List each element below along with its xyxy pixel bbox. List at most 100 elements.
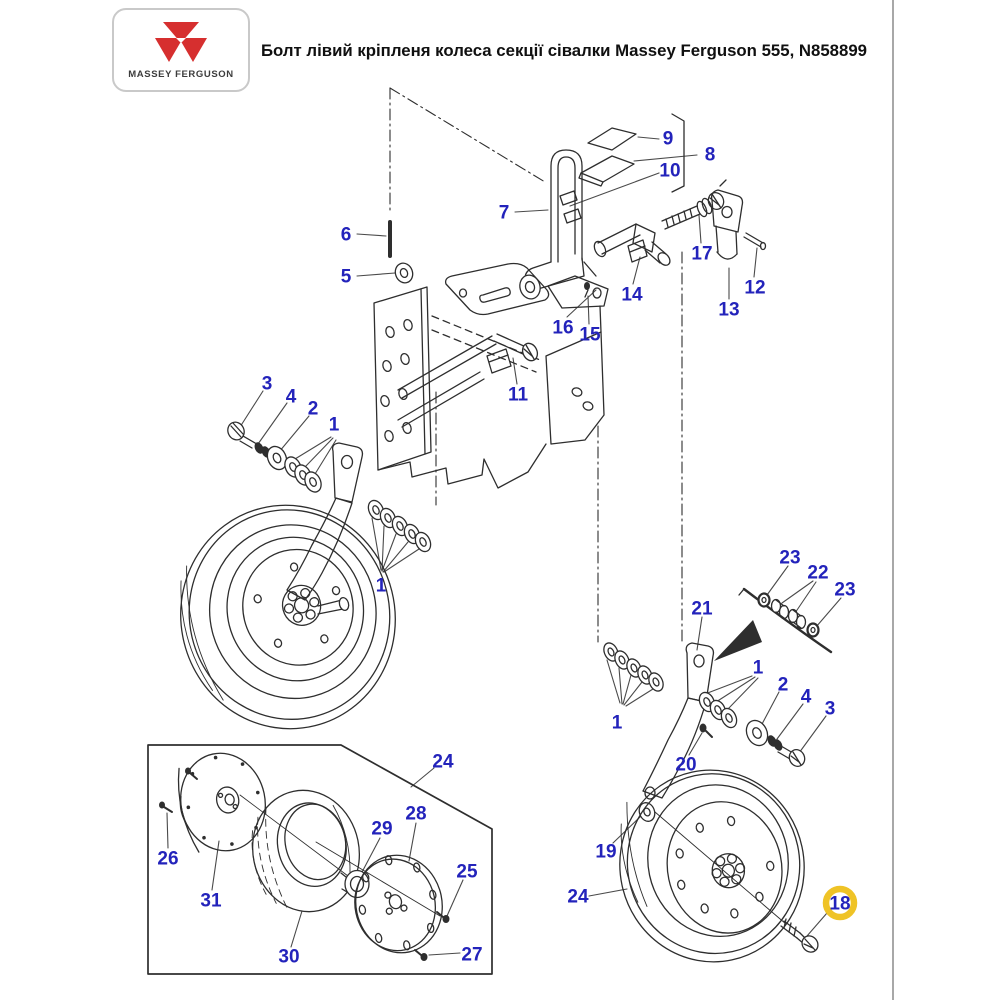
part-callout-14[interactable]: 14 — [621, 285, 643, 306]
tire-part30 — [251, 789, 361, 913]
part-number-label: 21 — [691, 599, 713, 620]
bolt-part17 — [661, 191, 725, 230]
part-callout-1[interactable]: 1 — [753, 658, 764, 679]
part-callout-17[interactable]: 17 — [691, 244, 712, 265]
washer-stack-left-lower — [367, 499, 432, 553]
part-callout-4[interactable]: 4 — [801, 687, 812, 708]
part-callout-30[interactable]: 30 — [278, 947, 299, 968]
part-callout-13[interactable]: 13 — [718, 300, 739, 321]
part-callout-1[interactable]: 1 — [612, 713, 623, 734]
bolt-part26 — [159, 767, 198, 813]
part-number-label: 30 — [278, 947, 299, 968]
part-number-label: 20 — [675, 755, 696, 776]
part-callout-20[interactable]: 20 — [675, 755, 696, 776]
part-callout-16[interactable]: 16 — [552, 318, 573, 339]
part-callout-8[interactable]: 8 — [705, 145, 716, 166]
construction-lines — [389, 87, 683, 646]
part-number-label: 15 — [579, 325, 601, 346]
part-callout-5[interactable]: 5 — [341, 267, 352, 288]
part-number-label: 17 — [691, 244, 712, 265]
brand-name: MASSEY FERGUSON — [128, 69, 234, 80]
part-number-label: 1 — [612, 713, 623, 734]
part-callout-27[interactable]: 27 — [461, 945, 482, 966]
part-callout-2[interactable]: 2 — [778, 675, 789, 696]
part-callout-3[interactable]: 3 — [825, 699, 836, 720]
part-callout-26[interactable]: 26 — [157, 849, 178, 870]
disc-part28 — [354, 854, 443, 954]
part-callout-1[interactable]: 1 — [329, 415, 340, 436]
part-callout-4[interactable]: 4 — [286, 387, 297, 408]
part-number-label: 18 — [829, 894, 850, 915]
highlight-ring — [822, 885, 858, 921]
washer-part19 — [638, 802, 656, 822]
part-number-label: 29 — [371, 819, 392, 840]
massey-ferguson-logo-icon — [155, 22, 207, 62]
part-callout-24[interactable]: 24 — [432, 752, 454, 773]
part-callout-19[interactable]: 19 — [595, 842, 616, 863]
part-callout-31[interactable]: 31 — [200, 891, 222, 912]
washer-stack-right-upper — [603, 642, 664, 692]
part-callout-25[interactable]: 25 — [456, 862, 478, 883]
bolt-part20 — [699, 723, 713, 738]
part-callout-11[interactable]: 11 — [508, 385, 529, 406]
bolt-part25 — [436, 911, 450, 923]
part-callout-12[interactable]: 12 — [744, 278, 765, 299]
part-number-label: 11 — [508, 385, 529, 406]
part-number-label: 4 — [286, 387, 297, 408]
part-callout-7[interactable]: 7 — [499, 203, 510, 224]
bolt-part18 — [654, 811, 819, 953]
part-number-label: 9 — [663, 129, 674, 150]
part-number-label: 2 — [308, 399, 319, 420]
sub-assembly-box — [147, 744, 493, 975]
part-callout-3[interactable]: 3 — [262, 374, 273, 395]
brand-logo: MASSEY FERGUSON — [112, 8, 250, 92]
label-bracket — [671, 113, 685, 193]
right-press-wheel — [619, 769, 805, 963]
part-callout-29[interactable]: 29 — [371, 819, 392, 840]
bolt-part11 — [493, 333, 539, 362]
left-arm — [286, 442, 364, 601]
disc-part31 — [177, 752, 266, 853]
part-callout-24[interactable]: 24 — [567, 887, 589, 908]
pin-part12 — [743, 232, 767, 251]
part-callout-10[interactable]: 10 — [659, 161, 680, 182]
part-number-label: 24 — [432, 752, 454, 773]
part-number-label: 23 — [834, 580, 855, 601]
part-callout-21[interactable]: 21 — [691, 599, 713, 620]
part-callout-1[interactable]: 1 — [376, 576, 387, 597]
left-wheel-axle — [317, 596, 350, 615]
part-callout-15[interactable]: 15 — [579, 325, 601, 346]
part-callout-9[interactable]: 9 — [663, 129, 674, 150]
page-title: Болт лівий кріпленя колеса секції сівалк… — [261, 41, 868, 60]
part-callout-23[interactable]: 23 — [779, 548, 800, 569]
part-number-label: 12 — [744, 278, 765, 299]
part-number-label: 25 — [456, 862, 478, 883]
part-callout-28[interactable]: 28 — [405, 804, 426, 825]
part-callout-23[interactable]: 23 — [834, 580, 855, 601]
part-number-label: 5 — [341, 267, 352, 288]
part-number-label: 23 — [779, 548, 800, 569]
part-callout-2[interactable]: 2 — [308, 399, 319, 420]
part-number-label: 10 — [659, 161, 680, 182]
part-number-label: 1 — [329, 415, 340, 436]
plate-part8 — [578, 155, 635, 187]
part-callout-18[interactable]: 18 — [822, 885, 858, 921]
part-number-label: 6 — [341, 225, 352, 246]
plate-part9 — [587, 127, 637, 151]
left-press-wheel — [180, 504, 396, 730]
clevis-part13 — [710, 179, 744, 260]
part-callout-22[interactable]: 22 — [807, 563, 828, 584]
part-number-label: 16 — [552, 318, 573, 339]
part-number-label: 3 — [262, 374, 273, 395]
quadrant-arc-group — [714, 587, 833, 661]
part-callout-6[interactable]: 6 — [341, 225, 352, 246]
leader-lines — [166, 136, 842, 956]
arm-part21 — [642, 642, 715, 800]
part-number-label: 31 — [200, 891, 222, 912]
washer-stack-right-lower — [698, 691, 806, 767]
part-number-label: 8 — [705, 145, 716, 166]
part-number-label: 27 — [461, 945, 482, 966]
